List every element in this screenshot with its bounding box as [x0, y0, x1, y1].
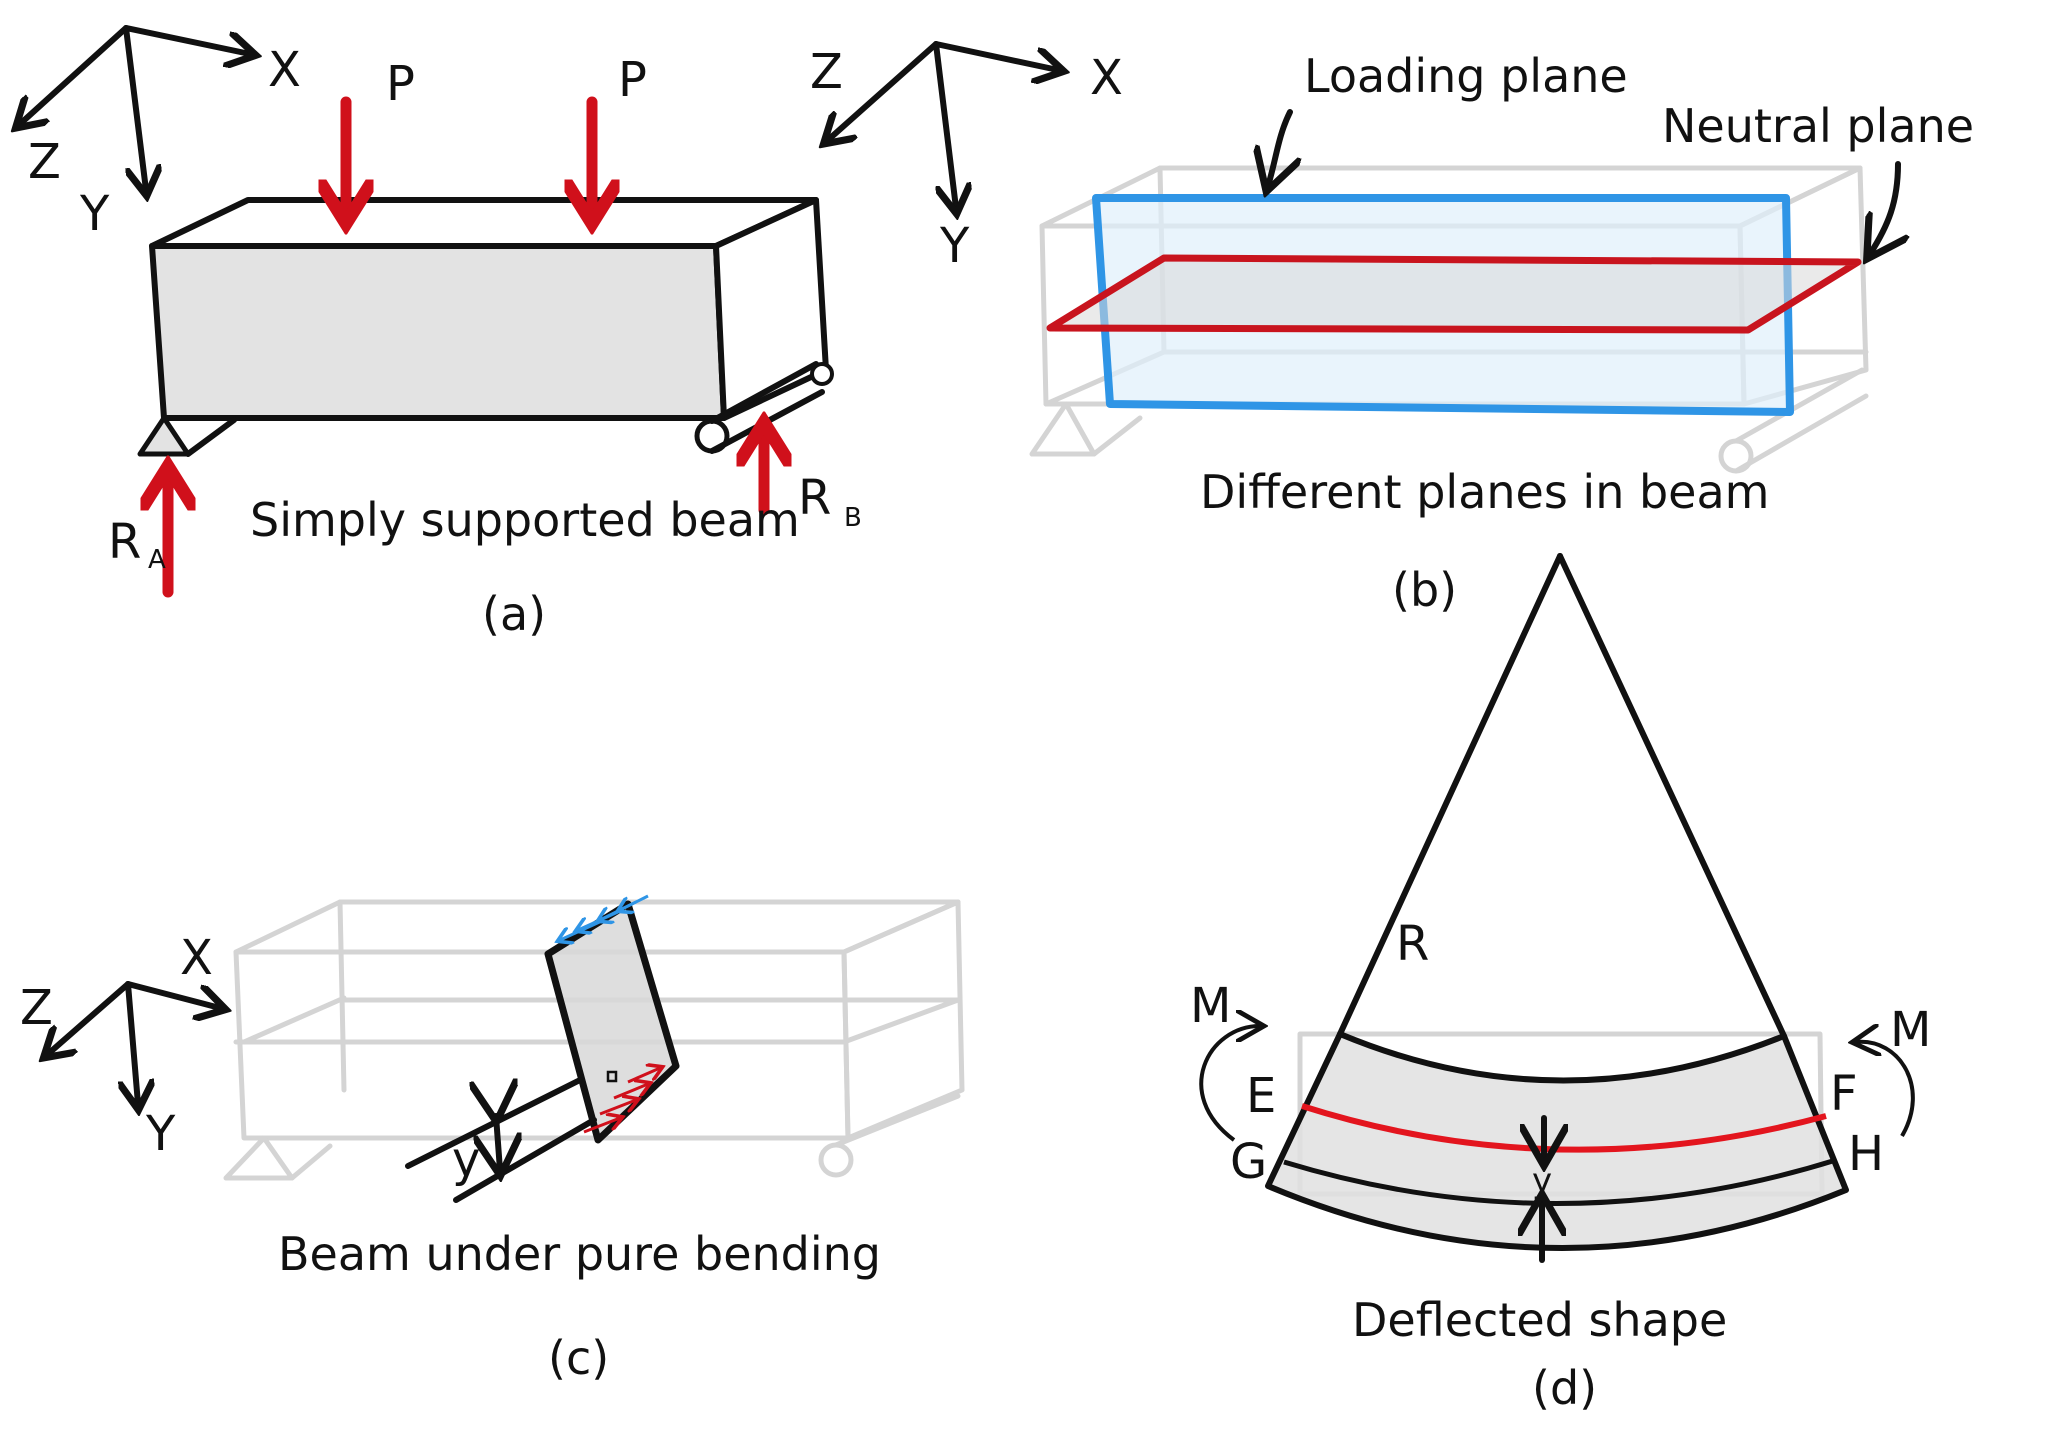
x-axis-label: X [1090, 50, 1123, 106]
loading-plane-label: Loading plane [1304, 49, 1628, 103]
axes-a: X Z Y [20, 25, 301, 242]
z-axis-arrow [20, 25, 129, 124]
point-g-label: G [1230, 1134, 1267, 1190]
y-axis-label: Y [79, 186, 110, 242]
radius-label: R [1396, 916, 1429, 972]
moment-arrow-left [1199, 1026, 1260, 1142]
beam-top-face [149, 197, 819, 249]
moment-label-right: M [1890, 1002, 1931, 1058]
axes-c: X Z Y [20, 930, 220, 1162]
reaction-label-b: R [798, 470, 831, 526]
point-h-label: H [1848, 1126, 1884, 1182]
roller-back [810, 362, 834, 386]
small-element [606, 1070, 618, 1083]
x-axis-arrow [123, 25, 250, 54]
neutral-plane [1046, 254, 1862, 334]
y-axis-arrow [123, 25, 146, 190]
panel-d: y R M M E F G H Deflected shape (d) [1190, 553, 1931, 1415]
caption-b: Different planes in beam [1200, 465, 1769, 519]
axes-b: X Z Y [810, 41, 1123, 274]
y-axis-label: Y [939, 218, 970, 274]
tag-d: (d) [1532, 1361, 1597, 1415]
radius-line-right [1557, 553, 1787, 1039]
radius-line-left [1337, 553, 1563, 1037]
tag-c: (c) [548, 1331, 609, 1385]
panel-b: X Z Y Loading plane Neutral plane Differ… [810, 41, 1974, 617]
y-axis-arrow [933, 41, 956, 208]
reaction-label-a-sub: A [148, 545, 166, 575]
roller-support [694, 361, 834, 454]
z-axis-label: Z [20, 980, 53, 1036]
bent-cross-section [544, 900, 680, 1144]
tension-arrows [583, 1068, 660, 1134]
x-axis-arrow [125, 981, 220, 1008]
x-axis-label: X [180, 930, 213, 986]
caption-d: Deflected shape [1352, 1293, 1727, 1347]
caption-a: Simply supported beam [250, 493, 800, 547]
beam-a [149, 197, 829, 421]
reaction-label-a: R [108, 514, 141, 570]
tag-a: (a) [482, 587, 546, 641]
distance-arrow-c [496, 1116, 500, 1170]
z-axis-arrow [828, 41, 939, 140]
y-axis-label: Y [145, 1106, 176, 1162]
panel-a: X Z Y P P R A R B Simply supported be [20, 25, 862, 641]
loading-plane-pointer [1268, 109, 1290, 186]
load-label-1: P [386, 56, 415, 112]
neutral-plane-label: Neutral plane [1662, 99, 1974, 153]
load-label-2: P [618, 52, 647, 108]
x-axis-arrow [933, 41, 1058, 70]
point-f-label: F [1830, 1066, 1858, 1122]
deflected-beam [1265, 1031, 1849, 1251]
beam-front-face [149, 243, 727, 421]
pin-support-base [185, 417, 237, 457]
z-axis-arrow [48, 981, 131, 1054]
distance-label-c: y [452, 1132, 480, 1188]
x-axis-label: X [268, 42, 301, 98]
pin-support-triangle [137, 415, 191, 457]
roller-top-edge [709, 361, 819, 424]
tag-b: (b) [1392, 563, 1457, 617]
z-axis-label: Z [810, 44, 843, 100]
panel-c: X Z Y [20, 894, 965, 1385]
moment-label-left: M [1190, 978, 1231, 1034]
dimension-line-2 [453, 1117, 597, 1203]
caption-c: Beam under pure bending [278, 1227, 881, 1281]
y-axis-arrow [128, 981, 138, 1104]
moment-arrow-right [1856, 1042, 1915, 1138]
point-e-label: E [1246, 1068, 1276, 1124]
z-axis-label: Z [28, 134, 61, 190]
compression-arrows [560, 894, 649, 940]
reaction-label-b-sub: B [844, 503, 862, 533]
distance-label-d: y [1532, 1161, 1552, 1201]
neutral-plane-pointer [1870, 161, 1898, 254]
pin-support [137, 415, 237, 457]
